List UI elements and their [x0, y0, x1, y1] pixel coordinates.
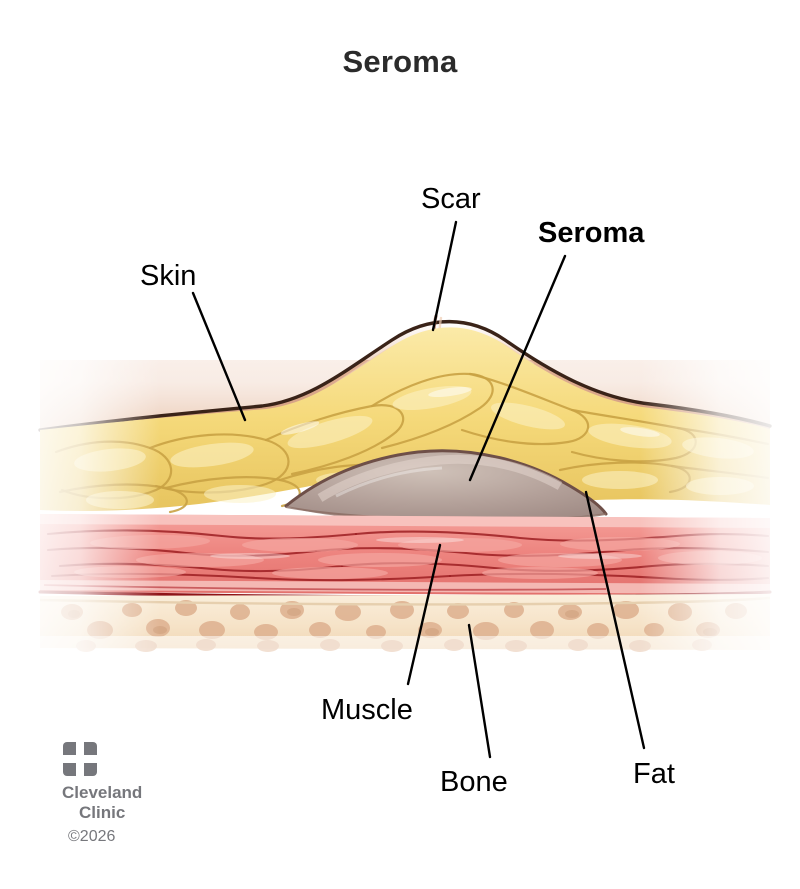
- leader-line-scar: [431, 220, 458, 332]
- footer-branding: Cleveland Clinic ©2026: [62, 742, 232, 846]
- label-fat: Fat: [633, 758, 675, 790]
- brand-name-line1: Cleveland: [62, 783, 143, 802]
- leader-line-seroma: [468, 254, 567, 482]
- label-bone: Bone: [440, 766, 508, 798]
- leader-line-fat: [584, 490, 646, 750]
- page-title: Seroma: [342, 44, 458, 79]
- label-scar: Scar: [421, 183, 481, 215]
- leader-line-skin: [191, 291, 247, 422]
- leader-line-bone: [467, 623, 492, 759]
- label-seroma: Seroma: [538, 217, 645, 249]
- label-muscle: Muscle: [321, 694, 413, 726]
- copyright-text: ©2026: [68, 828, 116, 846]
- leader-line-muscle: [406, 543, 442, 686]
- brand-name-line2: Clinic: [79, 803, 126, 823]
- label-skin: Skin: [140, 260, 197, 292]
- cleveland-clinic-logo-icon: [63, 742, 97, 776]
